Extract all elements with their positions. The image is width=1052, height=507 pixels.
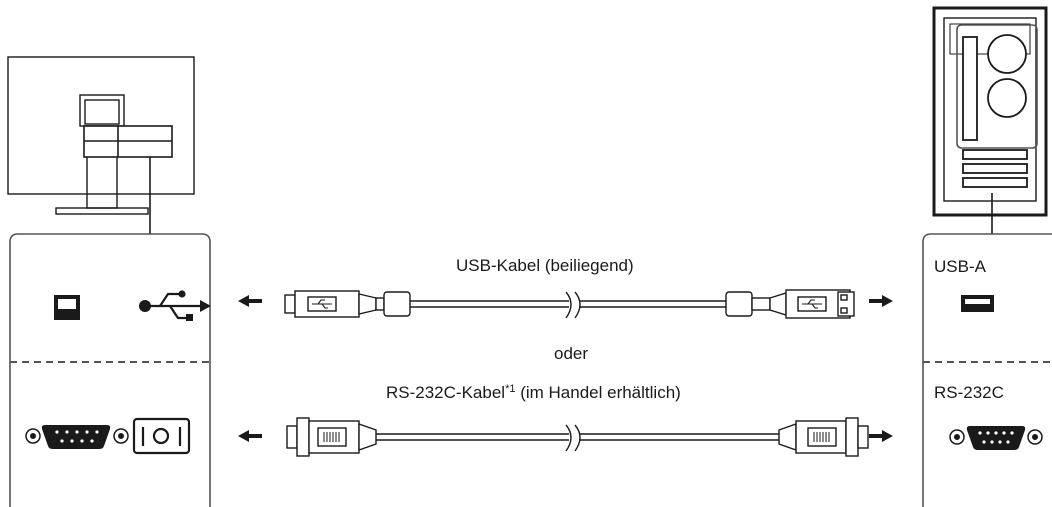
rs232c-cable-availability: (im Handel erhältlich) xyxy=(515,383,681,402)
pc-connector-callout xyxy=(956,24,1038,234)
pc-port-panel xyxy=(922,233,1052,507)
monitor-connector-callout xyxy=(83,125,173,234)
usb-cable-label: USB-Kabel (beiliegend) xyxy=(456,256,634,275)
pc-usb-a-label: USB-A xyxy=(934,257,986,276)
usb-b-port-icon xyxy=(54,295,80,320)
switch-icon xyxy=(132,417,191,455)
dsub9-port-icon xyxy=(25,425,129,449)
pc-rs232c-label: RS-232C xyxy=(934,383,1004,402)
rs232c-grip-lines xyxy=(323,432,830,442)
pc-tower-icon xyxy=(932,6,1048,217)
usb-symbol-icon xyxy=(139,290,211,321)
arrow-icon xyxy=(238,295,893,442)
footnote-marker: *1 xyxy=(505,383,516,395)
usb-a-port-icon xyxy=(961,295,994,312)
usb-plug-symbols xyxy=(312,299,822,309)
monitor-port-panel xyxy=(9,233,211,507)
rs232c-cable-name: RS-232C-Kabel xyxy=(386,383,506,402)
rs232c-cable-label: RS-232C-Kabel*1 (im Handel erhältlich) xyxy=(386,383,681,402)
pc-dsub9-port-icon xyxy=(949,426,1043,450)
usb-cable xyxy=(284,289,855,319)
or-label: oder xyxy=(554,344,589,363)
rs232c-cable xyxy=(286,417,869,457)
